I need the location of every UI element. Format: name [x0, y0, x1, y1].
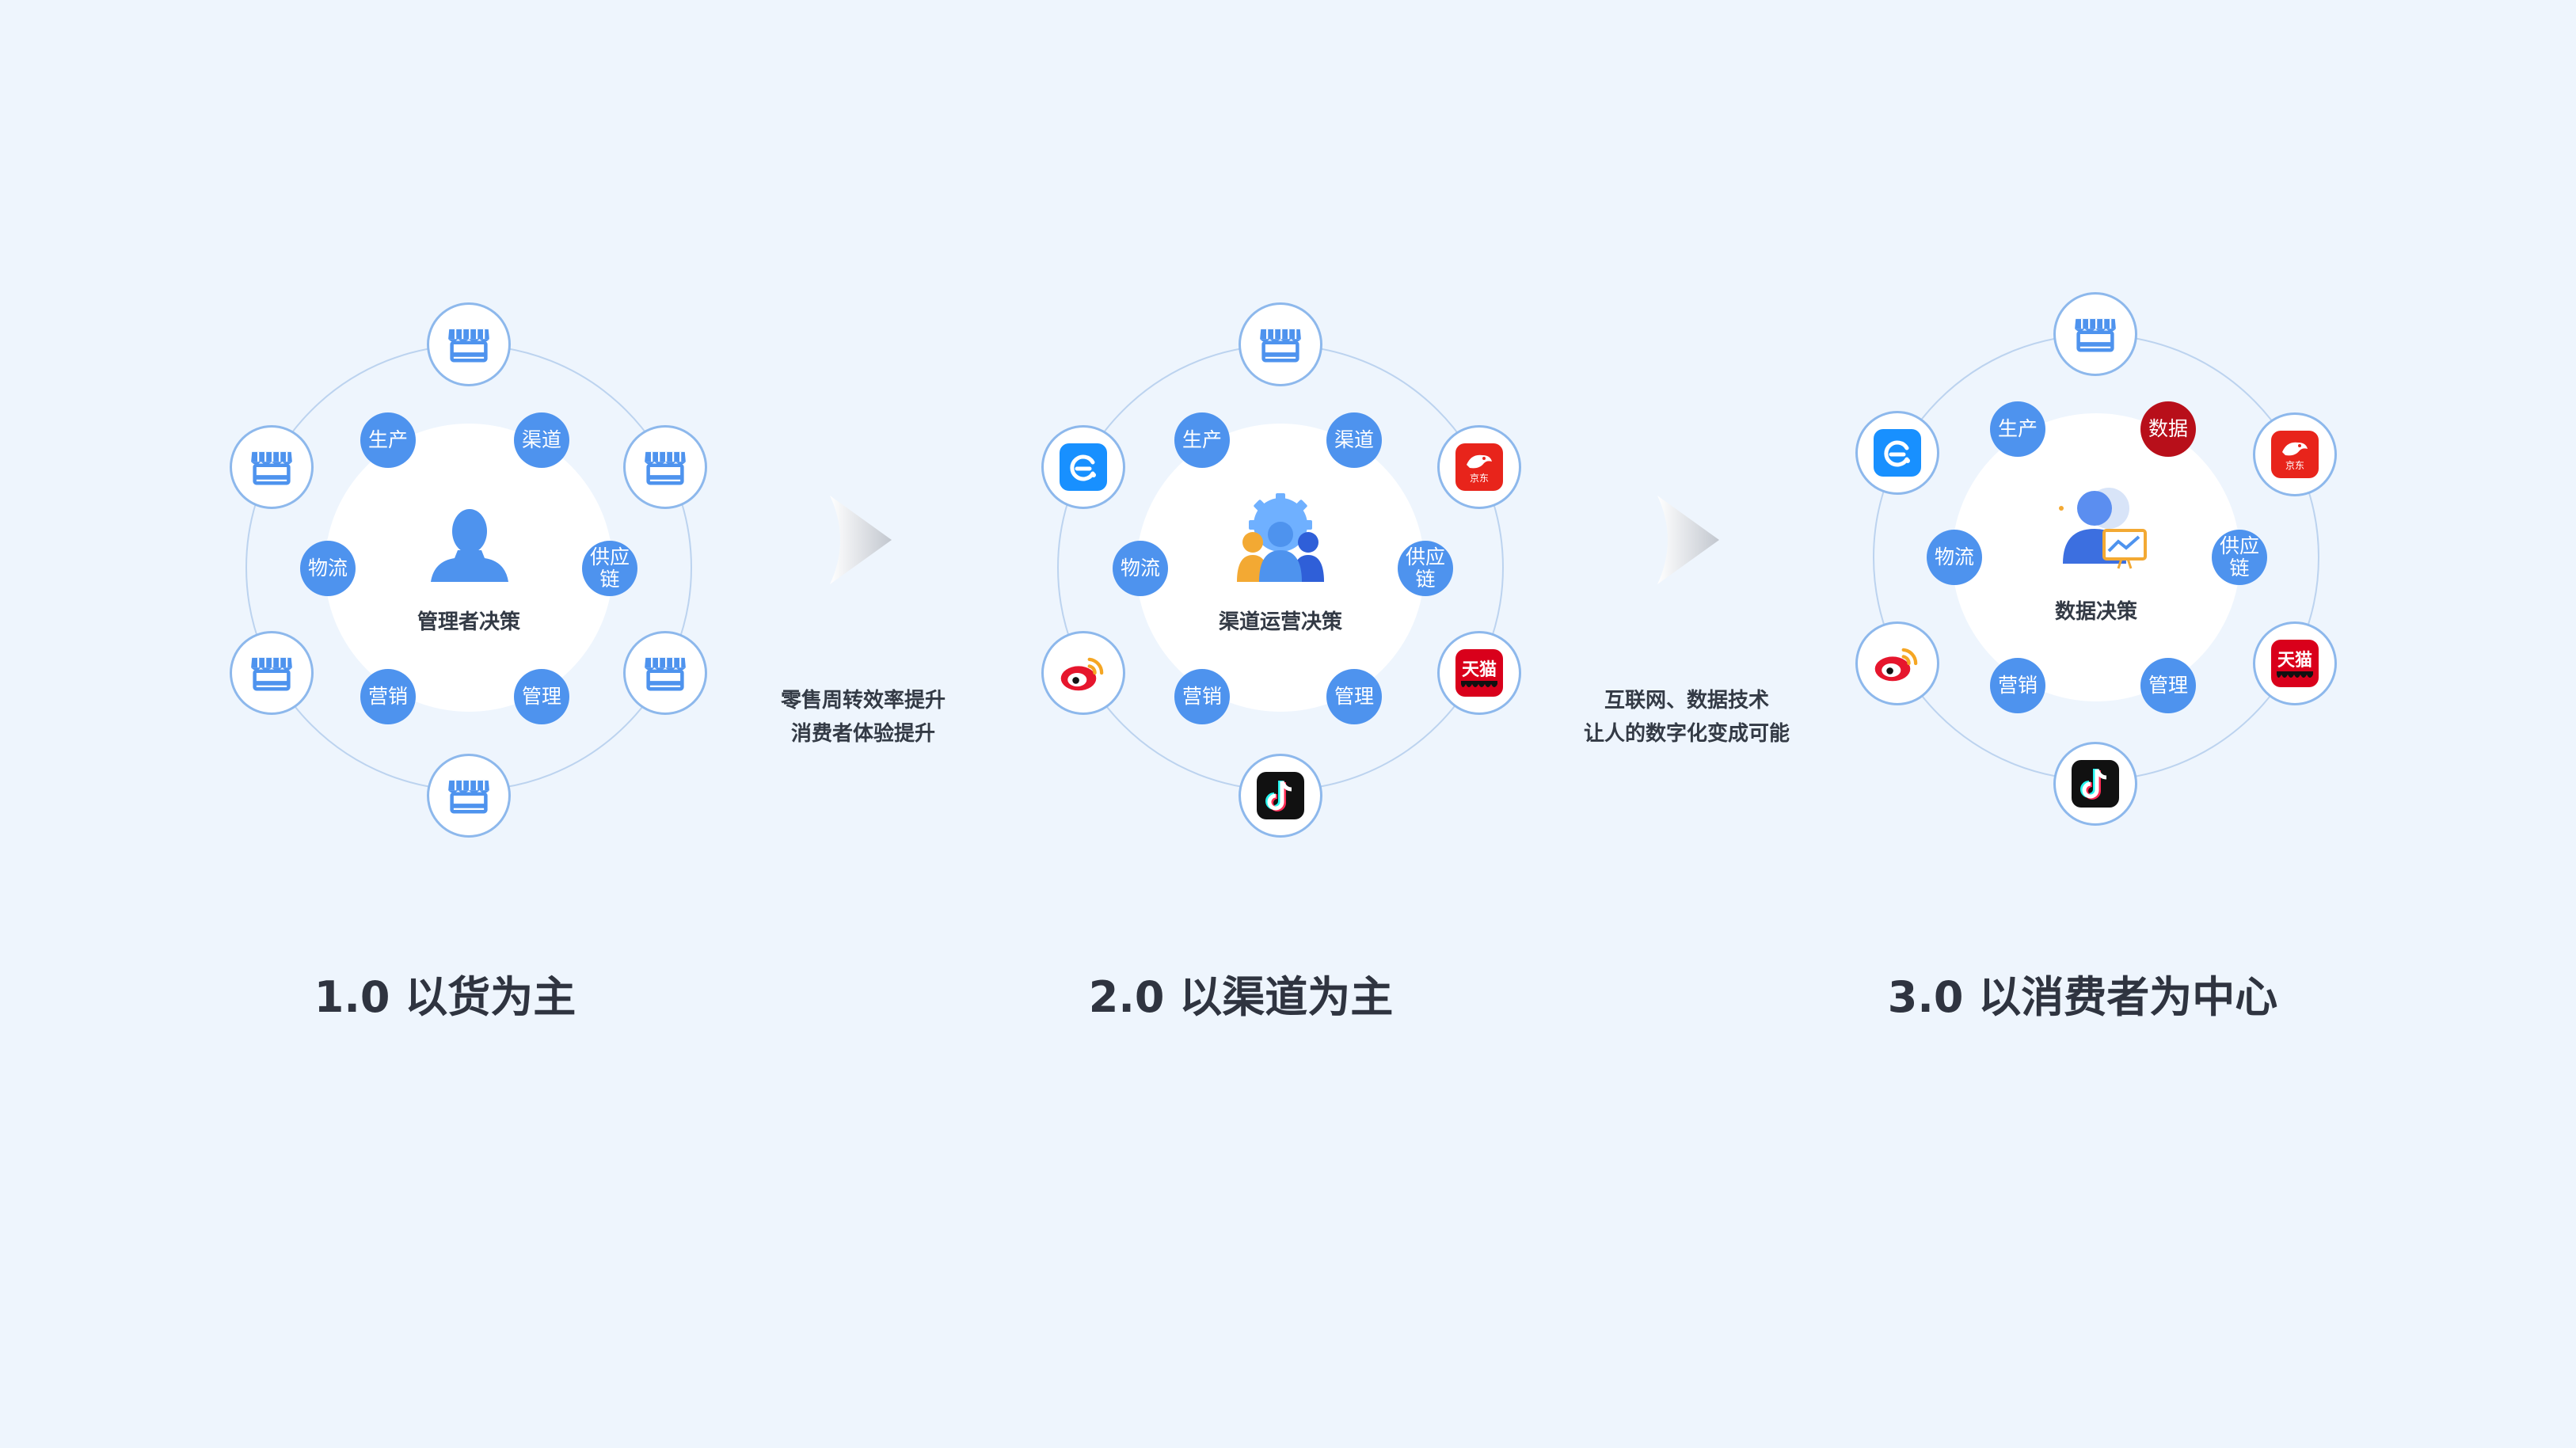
douyin-icon: [2072, 760, 2119, 808]
tmall-label: 天猫: [1461, 660, 1497, 680]
eleme-icon: [1874, 429, 1921, 477]
caption-line: 零售周转效率提升: [780, 689, 946, 713]
analyst-icon: [2059, 488, 2147, 569]
weibo-node[interactable]: [1041, 631, 1125, 715]
stage-title: 3.0 以消费者为中心: [1887, 972, 2278, 1022]
jd-icon: 京东: [1455, 443, 1503, 491]
tag-data: 数据: [2140, 401, 2196, 457]
tag-supply-chain: 供应链: [582, 541, 637, 596]
caption-line: 消费者体验提升: [790, 722, 935, 746]
person-icon: [431, 509, 508, 582]
tag-marketing: 营销: [360, 669, 416, 724]
tag-production: 生产: [360, 412, 416, 468]
tag-management: 管理: [2140, 658, 2196, 713]
tag-management: 管理: [514, 669, 569, 724]
tag-supply-chain: 供应链: [1398, 541, 1453, 596]
douyin-icon: [1257, 772, 1304, 819]
storefront-icon: [2074, 316, 2117, 352]
eleme-node[interactable]: [1855, 411, 1939, 495]
store-node[interactable]: [427, 754, 511, 838]
stage-title: 1.0 以货为主: [314, 972, 576, 1022]
center-circle: 渠道运营决策: [1136, 424, 1425, 712]
caption-line: 互联网、数据技术: [1604, 689, 1769, 713]
caption-line: 让人的数字化变成可能: [1583, 722, 1790, 746]
tmall-node[interactable]: 天猫: [2253, 621, 2337, 705]
tmall-node[interactable]: 天猫: [1437, 631, 1521, 715]
tag-production: 生产: [1174, 412, 1230, 468]
douyin-node[interactable]: [1239, 754, 1322, 838]
store-node[interactable]: [230, 631, 314, 715]
tag-channel: 渠道: [514, 412, 569, 468]
center-label: 管理者决策: [417, 610, 520, 634]
jd-icon: 京东: [2271, 431, 2319, 478]
weibo-icon: [1874, 640, 1921, 687]
store-node[interactable]: [623, 425, 707, 509]
store-node[interactable]: [1239, 302, 1322, 386]
tag-marketing: 营销: [1990, 658, 2045, 713]
tmall-icon: 天猫: [2271, 640, 2319, 687]
center-circle: 管理者决策: [325, 424, 613, 712]
jd-label: 京东: [2285, 460, 2304, 471]
stage-title: 2.0 以渠道为主: [1088, 972, 1394, 1022]
tmall-icon: 天猫: [1455, 649, 1503, 697]
eleme-node[interactable]: [1041, 425, 1125, 509]
team-gear-icon: [1237, 493, 1324, 582]
arrow-right-icon: [1657, 496, 1719, 584]
center-label: 渠道运营决策: [1218, 610, 1342, 634]
storefront-icon: [250, 449, 293, 485]
eleme-icon: [1060, 443, 1107, 491]
tmall-label: 天猫: [2277, 651, 2312, 671]
storefront-icon: [644, 655, 687, 691]
tag-logistics: 物流: [300, 541, 356, 596]
store-node[interactable]: [427, 302, 511, 386]
weibo-node[interactable]: [1855, 621, 1939, 705]
store-node[interactable]: [623, 631, 707, 715]
storefront-icon: [250, 655, 293, 691]
transition-caption: 互联网、数据技术 让人的数字化变成可能: [1552, 684, 1821, 751]
tag-supply-chain: 供应链: [2212, 530, 2267, 585]
storefront-icon: [447, 326, 490, 363]
weibo-icon: [1060, 649, 1107, 697]
tag-logistics: 物流: [1113, 541, 1168, 596]
storefront-icon: [644, 449, 687, 485]
jd-node[interactable]: 京东: [1437, 425, 1521, 509]
douyin-node[interactable]: [2053, 742, 2137, 826]
tag-production: 生产: [1990, 401, 2045, 457]
storefront-icon: [447, 777, 490, 814]
jd-label: 京东: [1469, 473, 1489, 484]
tag-channel: 渠道: [1326, 412, 1382, 468]
jd-node[interactable]: 京东: [2253, 412, 2337, 496]
center-circle: 数据决策: [1952, 413, 2240, 701]
store-node[interactable]: [230, 425, 314, 509]
store-node[interactable]: [2053, 292, 2137, 376]
arrow-right-icon: [830, 496, 892, 584]
center-label: 数据决策: [2054, 600, 2137, 624]
storefront-icon: [1259, 326, 1302, 363]
tag-logistics: 物流: [1927, 530, 1982, 585]
tag-management: 管理: [1326, 669, 1382, 724]
transition-caption: 零售周转效率提升 消费者体验提升: [736, 684, 990, 751]
tag-marketing: 营销: [1174, 669, 1230, 724]
